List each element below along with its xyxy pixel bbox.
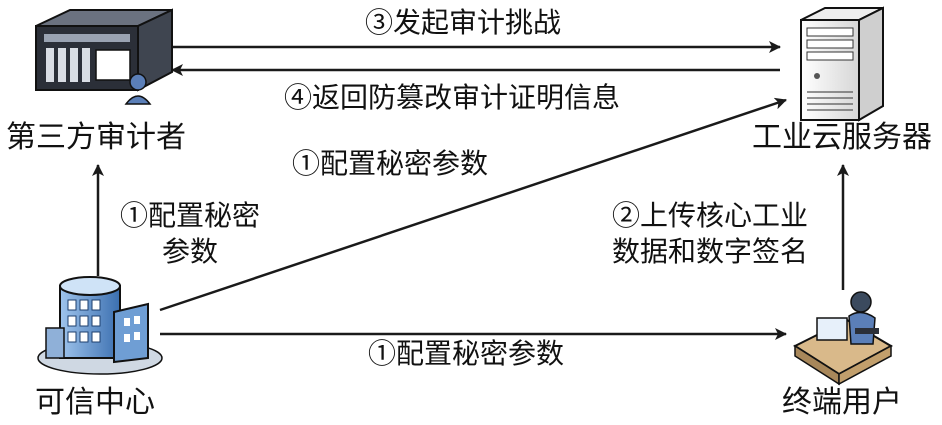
server-with-user-icon (35, 8, 173, 105)
arrow-tc-to-cloud (159, 97, 787, 312)
edge-label-challenge: ③发起审计挑战 (365, 6, 562, 39)
data-center-icon (37, 276, 163, 375)
edge-label-tc-to-user: ①配置秘密参数 (368, 337, 565, 370)
arrows (92, 41, 849, 340)
node-label-terminal-user: 终端用户 (782, 385, 902, 420)
edge-label-user-to-cloud: ②上传核心工业 数据和数字签名 (590, 202, 830, 266)
edge-label-tc-to-cloud: ①配置秘密参数 (292, 147, 489, 180)
tower-server-icon (800, 6, 884, 122)
edge-label-user-to-cloud-line2: 数据和数字签名 (611, 235, 808, 268)
user-at-desk-icon (792, 291, 894, 386)
edge-label-tc-to-auditor-line1: ①配置秘密 (119, 199, 260, 232)
edge-label-user-to-cloud-line1: ②上传核心工业 (611, 199, 808, 232)
node-label-trust-center: 可信中心 (35, 385, 155, 420)
node-label-cloud: 工业云服务器 (752, 120, 932, 155)
edge-label-proof: ④返回防篡改审计证明信息 (284, 81, 621, 114)
edge-label-tc-to-auditor-line2: 参数 (161, 235, 218, 268)
node-label-auditor: 第三方审计者 (6, 120, 186, 155)
edge-label-tc-to-auditor: ①配置秘密 参数 (112, 202, 268, 266)
